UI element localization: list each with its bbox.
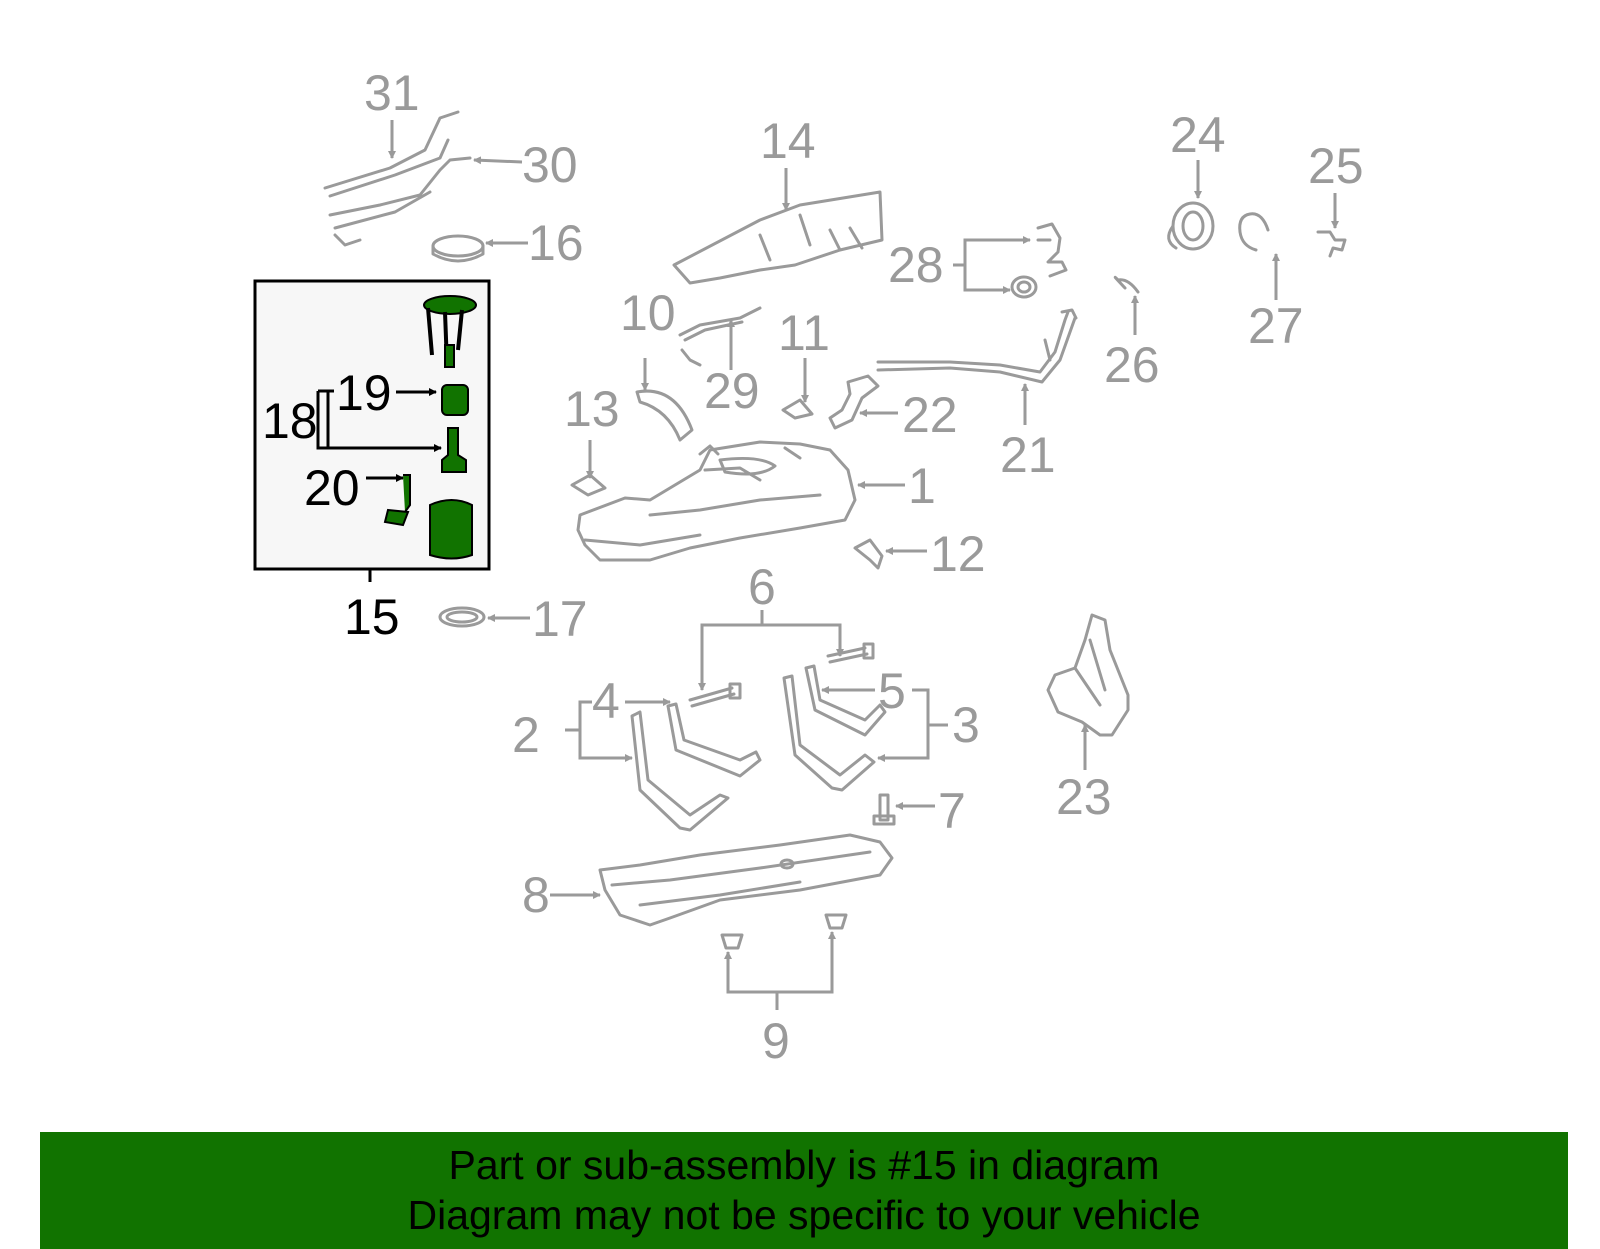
callout-6: 6 (748, 559, 776, 615)
part-12-pad (853, 538, 884, 570)
callout-16: 16 (528, 215, 584, 271)
part-13-pad (570, 473, 607, 497)
callout-21: 21 (1000, 427, 1056, 483)
fuel-pump-assembly-box (253, 279, 491, 582)
part-14-shield (672, 190, 884, 285)
part-7-bolt (872, 793, 896, 826)
part-10-strap (635, 389, 694, 442)
part-28-cap-parts (1010, 222, 1068, 299)
callout-31: 31 (364, 65, 420, 121)
part-22-hose (828, 374, 880, 430)
callout-23: 23 (1056, 769, 1112, 825)
banner-line-1: Part or sub-assembly is #15 in diagram (448, 1142, 1160, 1188)
callout-27: 27 (1248, 298, 1304, 354)
callout-26: 26 (1104, 337, 1160, 393)
part-5-bolt (826, 642, 875, 664)
callout-25: 25 (1308, 138, 1364, 194)
callout-17: 17 (532, 591, 588, 647)
callout-20: 20 (304, 460, 360, 516)
callout-1: 1 (908, 458, 936, 514)
callout-24: 24 (1170, 107, 1226, 163)
callout-28: 28 (888, 237, 944, 293)
callout-2: 2 (512, 707, 540, 763)
callout-15: 15 (344, 589, 400, 645)
part-3-strap (782, 664, 887, 792)
callout-19: 19 (336, 365, 392, 421)
part-1-fuel-tank (576, 440, 857, 562)
callout-14: 14 (760, 113, 816, 169)
callout-9: 9 (762, 1013, 790, 1069)
part-9-grommets (720, 913, 848, 950)
callout-10: 10 (620, 285, 676, 341)
leader-lines (388, 120, 1339, 1010)
part-17-gasket (438, 606, 486, 628)
callout-30: 30 (522, 137, 578, 193)
banner-line-2: Diagram may not be specific to your vehi… (407, 1192, 1201, 1238)
part-8-skid-plate (598, 833, 894, 927)
callout-18: 18 (262, 393, 318, 449)
callout-3: 3 (952, 697, 980, 753)
callout-8: 8 (522, 867, 550, 923)
callout-7: 7 (938, 783, 966, 839)
info-banner: Part or sub-assembly is #15 in diagram D… (40, 1132, 1568, 1249)
callout-29: 29 (704, 363, 760, 419)
part-25-clip (1316, 230, 1347, 258)
part-31-bracket (323, 110, 472, 247)
part-24-cap (1167, 201, 1215, 251)
callout-13: 13 (564, 381, 620, 437)
callout-5: 5 (878, 663, 906, 719)
callout-12: 12 (930, 526, 986, 582)
callout-4: 4 (592, 673, 620, 729)
part-16-ring (431, 234, 485, 263)
part-2-strap (630, 702, 762, 832)
callout-11: 11 (778, 305, 830, 361)
callout-labels: 31 30 16 14 24 25 28 27 26 10 29 11 13 2… (262, 65, 1364, 1069)
part-11-pad (781, 398, 814, 420)
part-29-line (678, 306, 762, 367)
part-26-clamp (1113, 275, 1140, 294)
part-21-filler-pipe (876, 308, 1078, 384)
part-4-bolt (688, 682, 742, 708)
callout-22: 22 (902, 387, 958, 443)
part-23-shield (1046, 613, 1130, 737)
part-27-oring (1238, 212, 1270, 252)
